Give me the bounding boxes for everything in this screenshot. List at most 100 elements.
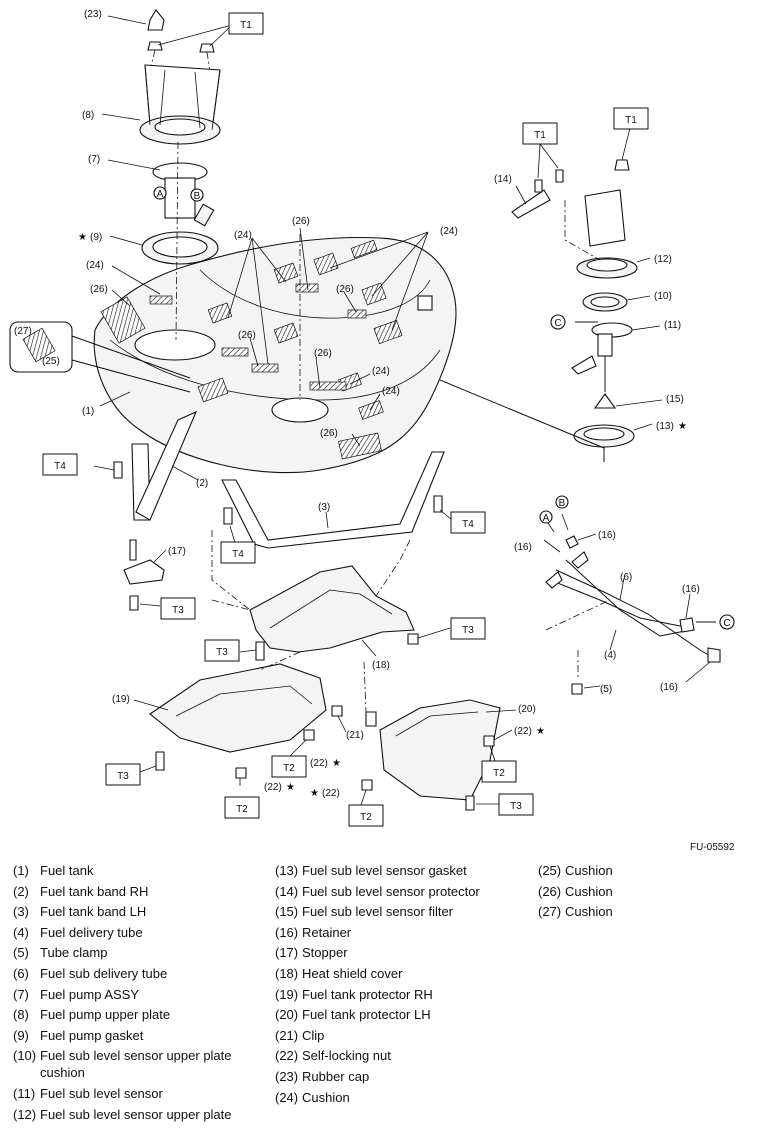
legend-item-number: (9) (13, 1027, 29, 1043)
legend-item-number: (19) (275, 986, 299, 1002)
legend-item: (14)Fuel sub level sensor protector (262, 883, 512, 900)
torque-box-t2-c: T2 (224, 796, 260, 819)
legend-item: (18)Heat shield cover (262, 965, 512, 982)
legend-item-name: Fuel sub level sensor gasket (302, 863, 467, 878)
heat-shield-cover-part (211, 530, 451, 657)
fuel-pump-upper-plate-part (139, 49, 221, 145)
legend-item: (8)Fuel pump upper plate (0, 1006, 250, 1023)
legend-item-name: Fuel tank protector LH (302, 1007, 431, 1023)
callout-19: (19) (112, 694, 130, 705)
svg-text:B: B (559, 498, 566, 509)
legend-item-number: (4) (13, 924, 29, 940)
callout-23: (23) (84, 9, 102, 20)
svg-text:C: C (554, 318, 561, 329)
torque-box-t3-b: T3 (450, 617, 486, 640)
torque-box-t2-d: T2 (348, 804, 384, 827)
legend-item-name: Fuel sub delivery tube (40, 965, 168, 981)
callout-16-a: (16) (598, 530, 616, 541)
callout-9: (9) (90, 232, 102, 243)
torque-box-t2-b: T2 (481, 760, 517, 783)
legend-item: (7) Fuel pump ASSY (0, 986, 250, 1003)
callout-24-b: (24) (440, 226, 458, 237)
callout-4: (4) (604, 650, 616, 661)
callout-25: (25) (42, 356, 60, 367)
sub-level-sensor-gasket-part (439, 379, 653, 462)
torque-box-t4-c: T4 (220, 541, 256, 564)
svg-text:T2: T2 (360, 812, 372, 823)
callout-26-d: (26) (238, 330, 256, 341)
callout-15: (15) (666, 394, 684, 405)
torque-box-t3-c: T3 (204, 639, 240, 662)
legend-item-name: Cushion (565, 883, 613, 899)
star-22-d: ★ (536, 726, 545, 737)
sub-level-sensor-filter-part (593, 393, 663, 409)
svg-text:T2: T2 (236, 804, 248, 815)
legend-item-name: Fuel pump ASSY (40, 986, 139, 1002)
legend-item: (24)Cushion (262, 1089, 512, 1106)
svg-text:C: C (723, 618, 730, 629)
callout-12: (12) (654, 254, 672, 265)
nut-parts-t1 (147, 41, 215, 53)
callout-22-a: (22) (310, 758, 328, 769)
legend-item-number: (27) (538, 904, 562, 920)
legend-item-number: (7) (13, 986, 29, 1002)
svg-text:T3: T3 (510, 801, 522, 812)
legend-item: (20)Fuel tank protector LH (262, 1006, 512, 1023)
callout-24-e: (24) (382, 386, 400, 397)
svg-text:T4: T4 (462, 519, 474, 530)
callout-26-f: (26) (320, 428, 338, 439)
legend-item: (27)Cushion (525, 903, 767, 920)
legend-item: (13)Fuel sub level sensor gasket (262, 862, 512, 879)
legend-item-name: Cushion (565, 904, 613, 920)
legend-item-number: (13) (275, 863, 299, 878)
torque-box-t3-a: T3 (160, 597, 196, 620)
legend-item-name: Fuel sub level sensor (40, 1085, 163, 1101)
callout-13: (13) (656, 421, 674, 432)
callout-26-b: (26) (90, 284, 108, 295)
svg-text:T1: T1 (625, 115, 637, 126)
connector-mark-a-tube: A (539, 510, 553, 524)
torque-box-t1-c: T1 (613, 107, 649, 130)
legend-item-number: (26) (538, 883, 562, 899)
callout-22-c: (22) (322, 788, 340, 799)
svg-text:T4: T4 (54, 461, 66, 472)
callout-16-c: (16) (682, 584, 700, 595)
callout-26-e: (26) (314, 348, 332, 359)
svg-text:T3: T3 (117, 771, 129, 782)
fuel-tank-protector-rh-part (133, 599, 347, 786)
callout-27: (27) (14, 326, 32, 337)
legend-item: (11)Fuel sub level sensor (0, 1085, 250, 1102)
legend-item-name: Heat shield cover (302, 965, 403, 981)
star-13: ★ (678, 421, 687, 432)
legend-item: (15)Fuel sub level sensor filter (262, 903, 512, 920)
legend-item-name: Fuel tank protector RH (302, 986, 433, 1002)
legend-item-name: Fuel sub level sensor upper plate (40, 1106, 232, 1122)
torque-box-t4-a: T4 (42, 453, 78, 476)
legend-item: (6)Fuel sub delivery tube (0, 965, 250, 982)
legend-item-number: (24) (275, 1089, 299, 1105)
legend-item: (25)Cushion (525, 862, 767, 879)
connector-mark-c-sensor: C (550, 314, 566, 330)
legend-item: (12)Fuel sub level sensor upper plate (0, 1106, 250, 1123)
connector-mark-c-tube: C (719, 614, 735, 630)
legend-item-name: Fuel sub level sensor upper plate cushio… (40, 1048, 232, 1081)
callout-16-d: (16) (660, 682, 678, 693)
callout-1: (1) (82, 406, 94, 417)
star-22-c: ★ (310, 788, 319, 799)
sub-level-sensor-upper-plate-part (564, 127, 651, 279)
legend-item-number: (18) (275, 965, 299, 981)
callout-6: (6) (620, 572, 632, 583)
svg-text:T4: T4 (232, 549, 244, 560)
legend-item: (19)Fuel tank protector RH (262, 986, 512, 1003)
svg-text:T3: T3 (172, 605, 184, 616)
fuel-tank-part (93, 236, 457, 474)
figure-code: FU-05592 (690, 842, 735, 853)
fuel-tank-band-rh-part (93, 410, 199, 521)
sub-level-sensor-protector-part (511, 143, 564, 219)
connector-mark-a-pump: A (153, 186, 167, 200)
exploded-view-diagram: T1 T1 T1 T4 T4 T4 T3 T3 T3 T3 T3 T2 T2 T… (9, 9, 735, 827)
legend-item: (22)Self-locking nut (262, 1047, 512, 1064)
callout-16-b: (16) (514, 542, 532, 553)
callout-22-b: (22) (264, 782, 282, 793)
svg-text:T3: T3 (216, 647, 228, 658)
